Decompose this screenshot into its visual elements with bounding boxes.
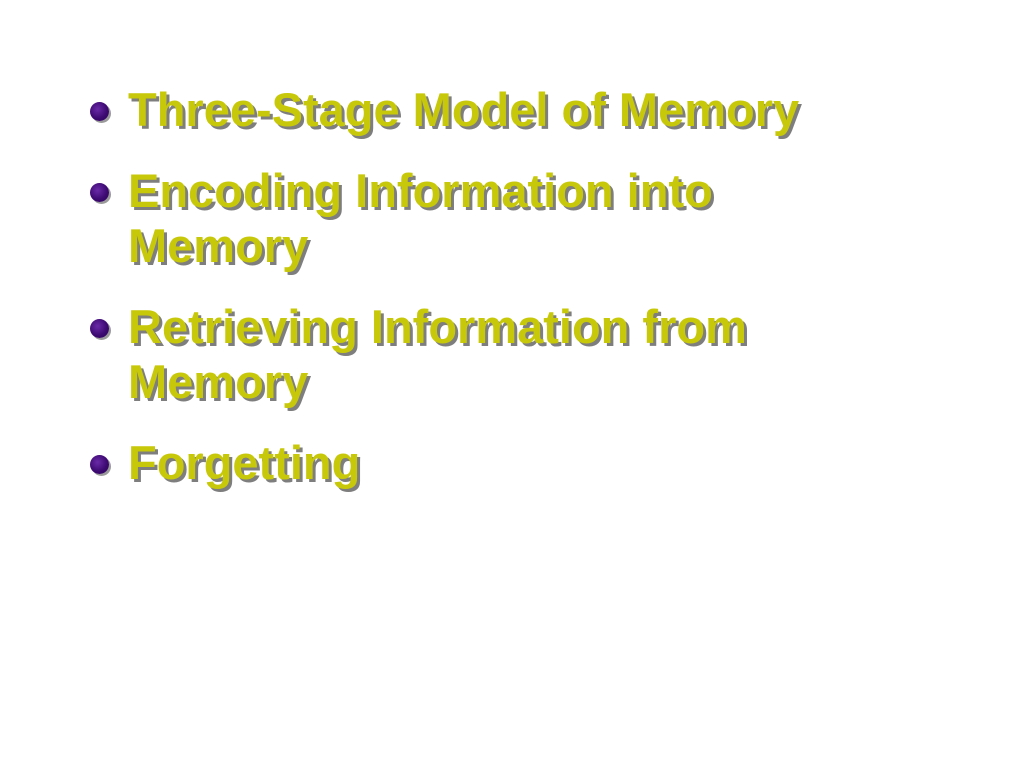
bullet-item: Encoding Information into Memory xyxy=(90,163,990,273)
bullet-dot-icon xyxy=(90,455,109,474)
bullet-text: Encoding Information into Memory xyxy=(128,164,713,272)
bullet-item: Retrieving Information from Memory xyxy=(90,299,990,409)
bullet-text: Retrieving Information from Memory xyxy=(128,300,747,408)
bullet-text: Forgetting xyxy=(128,436,361,489)
bullet-dot-icon xyxy=(90,319,109,338)
bullet-dot-icon xyxy=(90,183,109,202)
bullet-item: Three-Stage Model of Memory xyxy=(90,82,990,137)
bullet-item: Forgetting xyxy=(90,435,990,490)
bullet-dot-icon xyxy=(90,102,109,121)
bullet-list: Three-Stage Model of Memory Encoding Inf… xyxy=(90,82,990,516)
bullet-text: Three-Stage Model of Memory xyxy=(128,83,800,136)
